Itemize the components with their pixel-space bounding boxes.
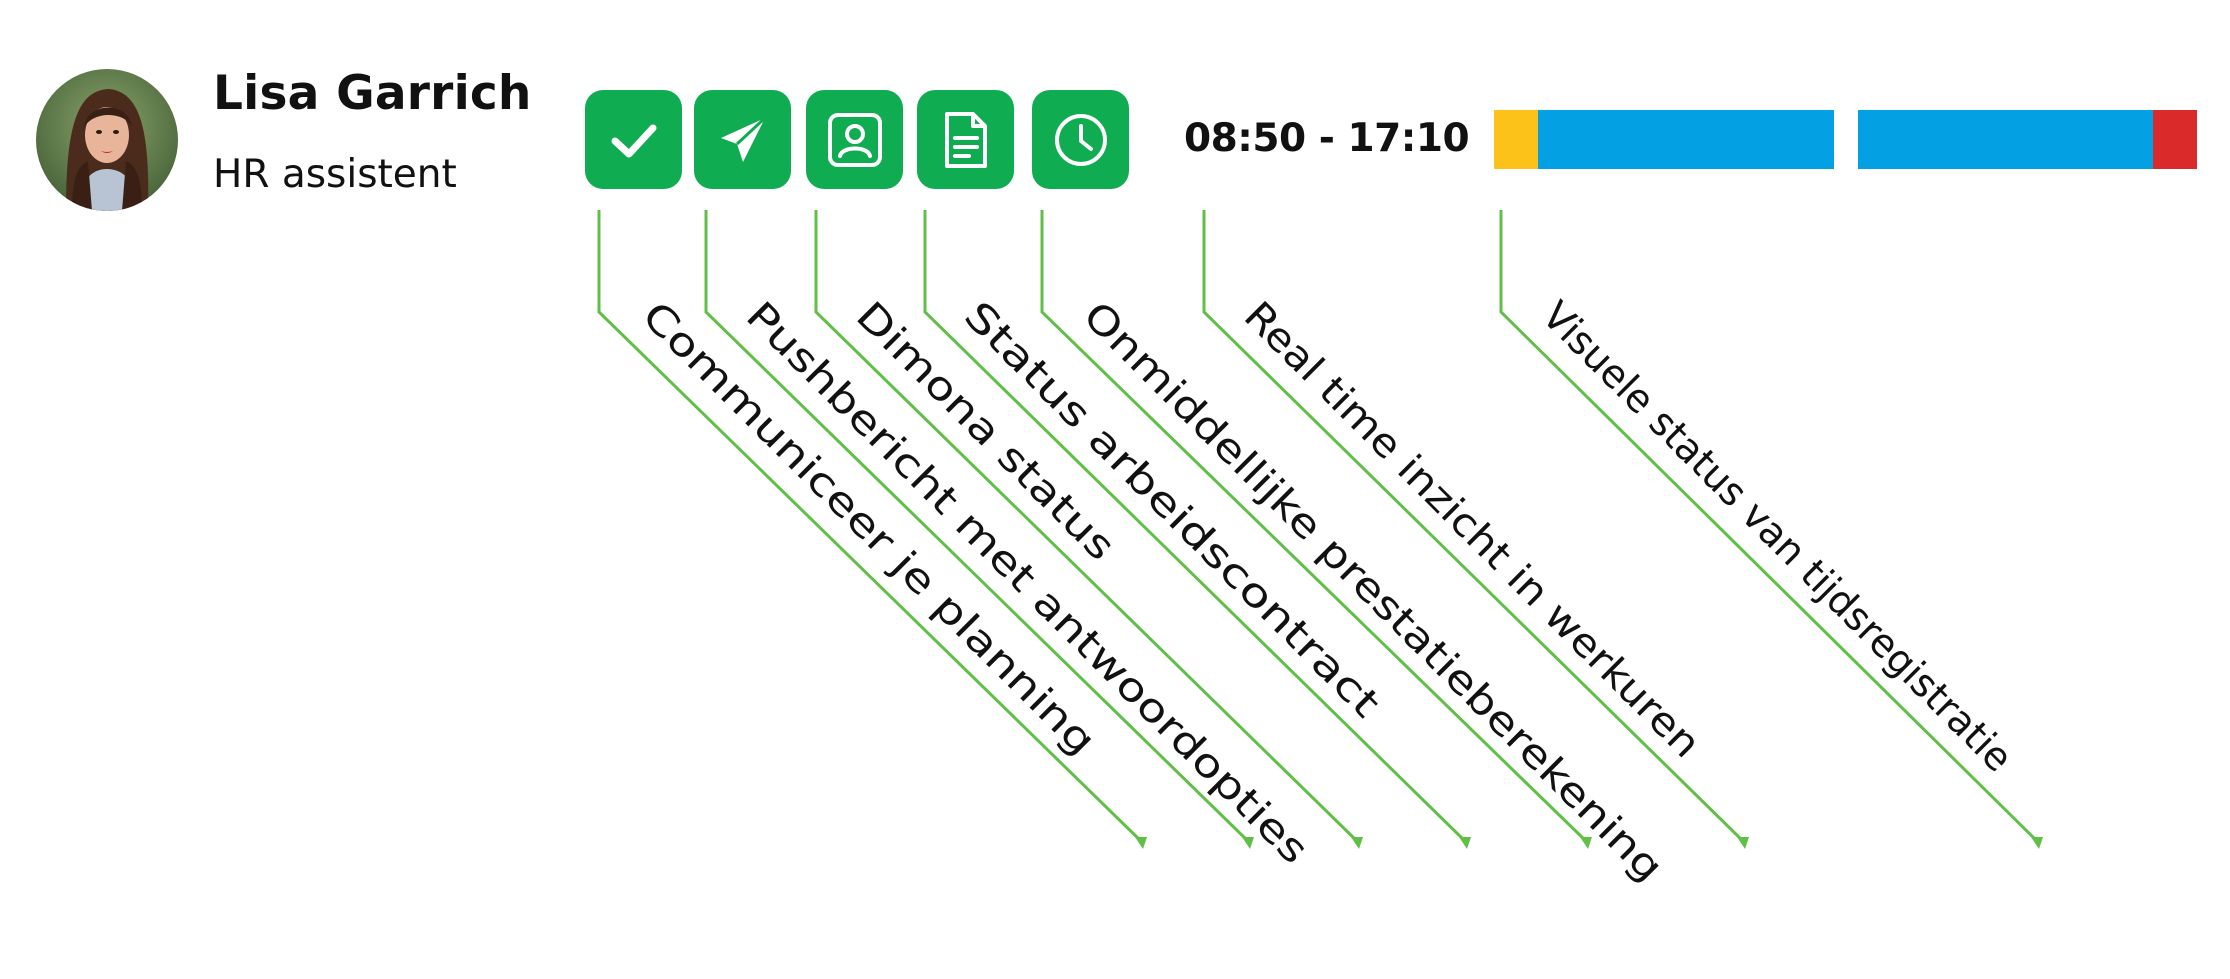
leader-arrow: [1459, 837, 1471, 849]
leader-arrow: [1135, 837, 1147, 849]
leader-arrow: [1580, 837, 1592, 849]
leader-line-contract: [923, 210, 1469, 845]
leader-arrow: [1737, 837, 1749, 849]
timebar-segment-overtime: [2153, 110, 2197, 169]
person-role: HR assistent: [213, 152, 457, 197]
document-icon: [944, 111, 987, 168]
leader-arrow: [1351, 837, 1363, 849]
paper-plane-icon: [720, 116, 766, 162]
leader-line-push: [704, 210, 1252, 845]
avatar: [36, 69, 178, 211]
dimona-status-button[interactable]: [806, 90, 903, 189]
leader-arrow: [1242, 837, 1254, 849]
clock-icon: [1054, 113, 1107, 166]
leader-line-realtime: [1202, 210, 1747, 845]
person-name: Lisa Garrich: [213, 66, 532, 121]
contract-status-button[interactable]: [917, 90, 1014, 189]
check-icon: [611, 124, 656, 157]
leader-line-planning: [597, 210, 1145, 845]
timebar-segment-worked-1: [1538, 110, 1834, 169]
avatar-photo: [36, 69, 178, 211]
annotation-label-calculation: Onmiddellijke prestatieberekening: [1074, 293, 1672, 891]
performance-calc-button[interactable]: [1032, 90, 1129, 189]
leader-arrow: [2031, 837, 2043, 849]
planning-button[interactable]: [585, 90, 682, 189]
timebar-segment-worked-2: [1858, 110, 2153, 169]
leader-line-visual-status: [1499, 210, 2041, 845]
leader-line-dimona: [814, 210, 1361, 845]
timebar-segment-early: [1494, 110, 1538, 169]
id-badge-icon: [827, 112, 882, 167]
shift-time-range: 08:50 - 17:10: [1184, 116, 1470, 161]
leader-line-calculation: [1040, 210, 1590, 845]
push-message-button[interactable]: [694, 90, 791, 189]
